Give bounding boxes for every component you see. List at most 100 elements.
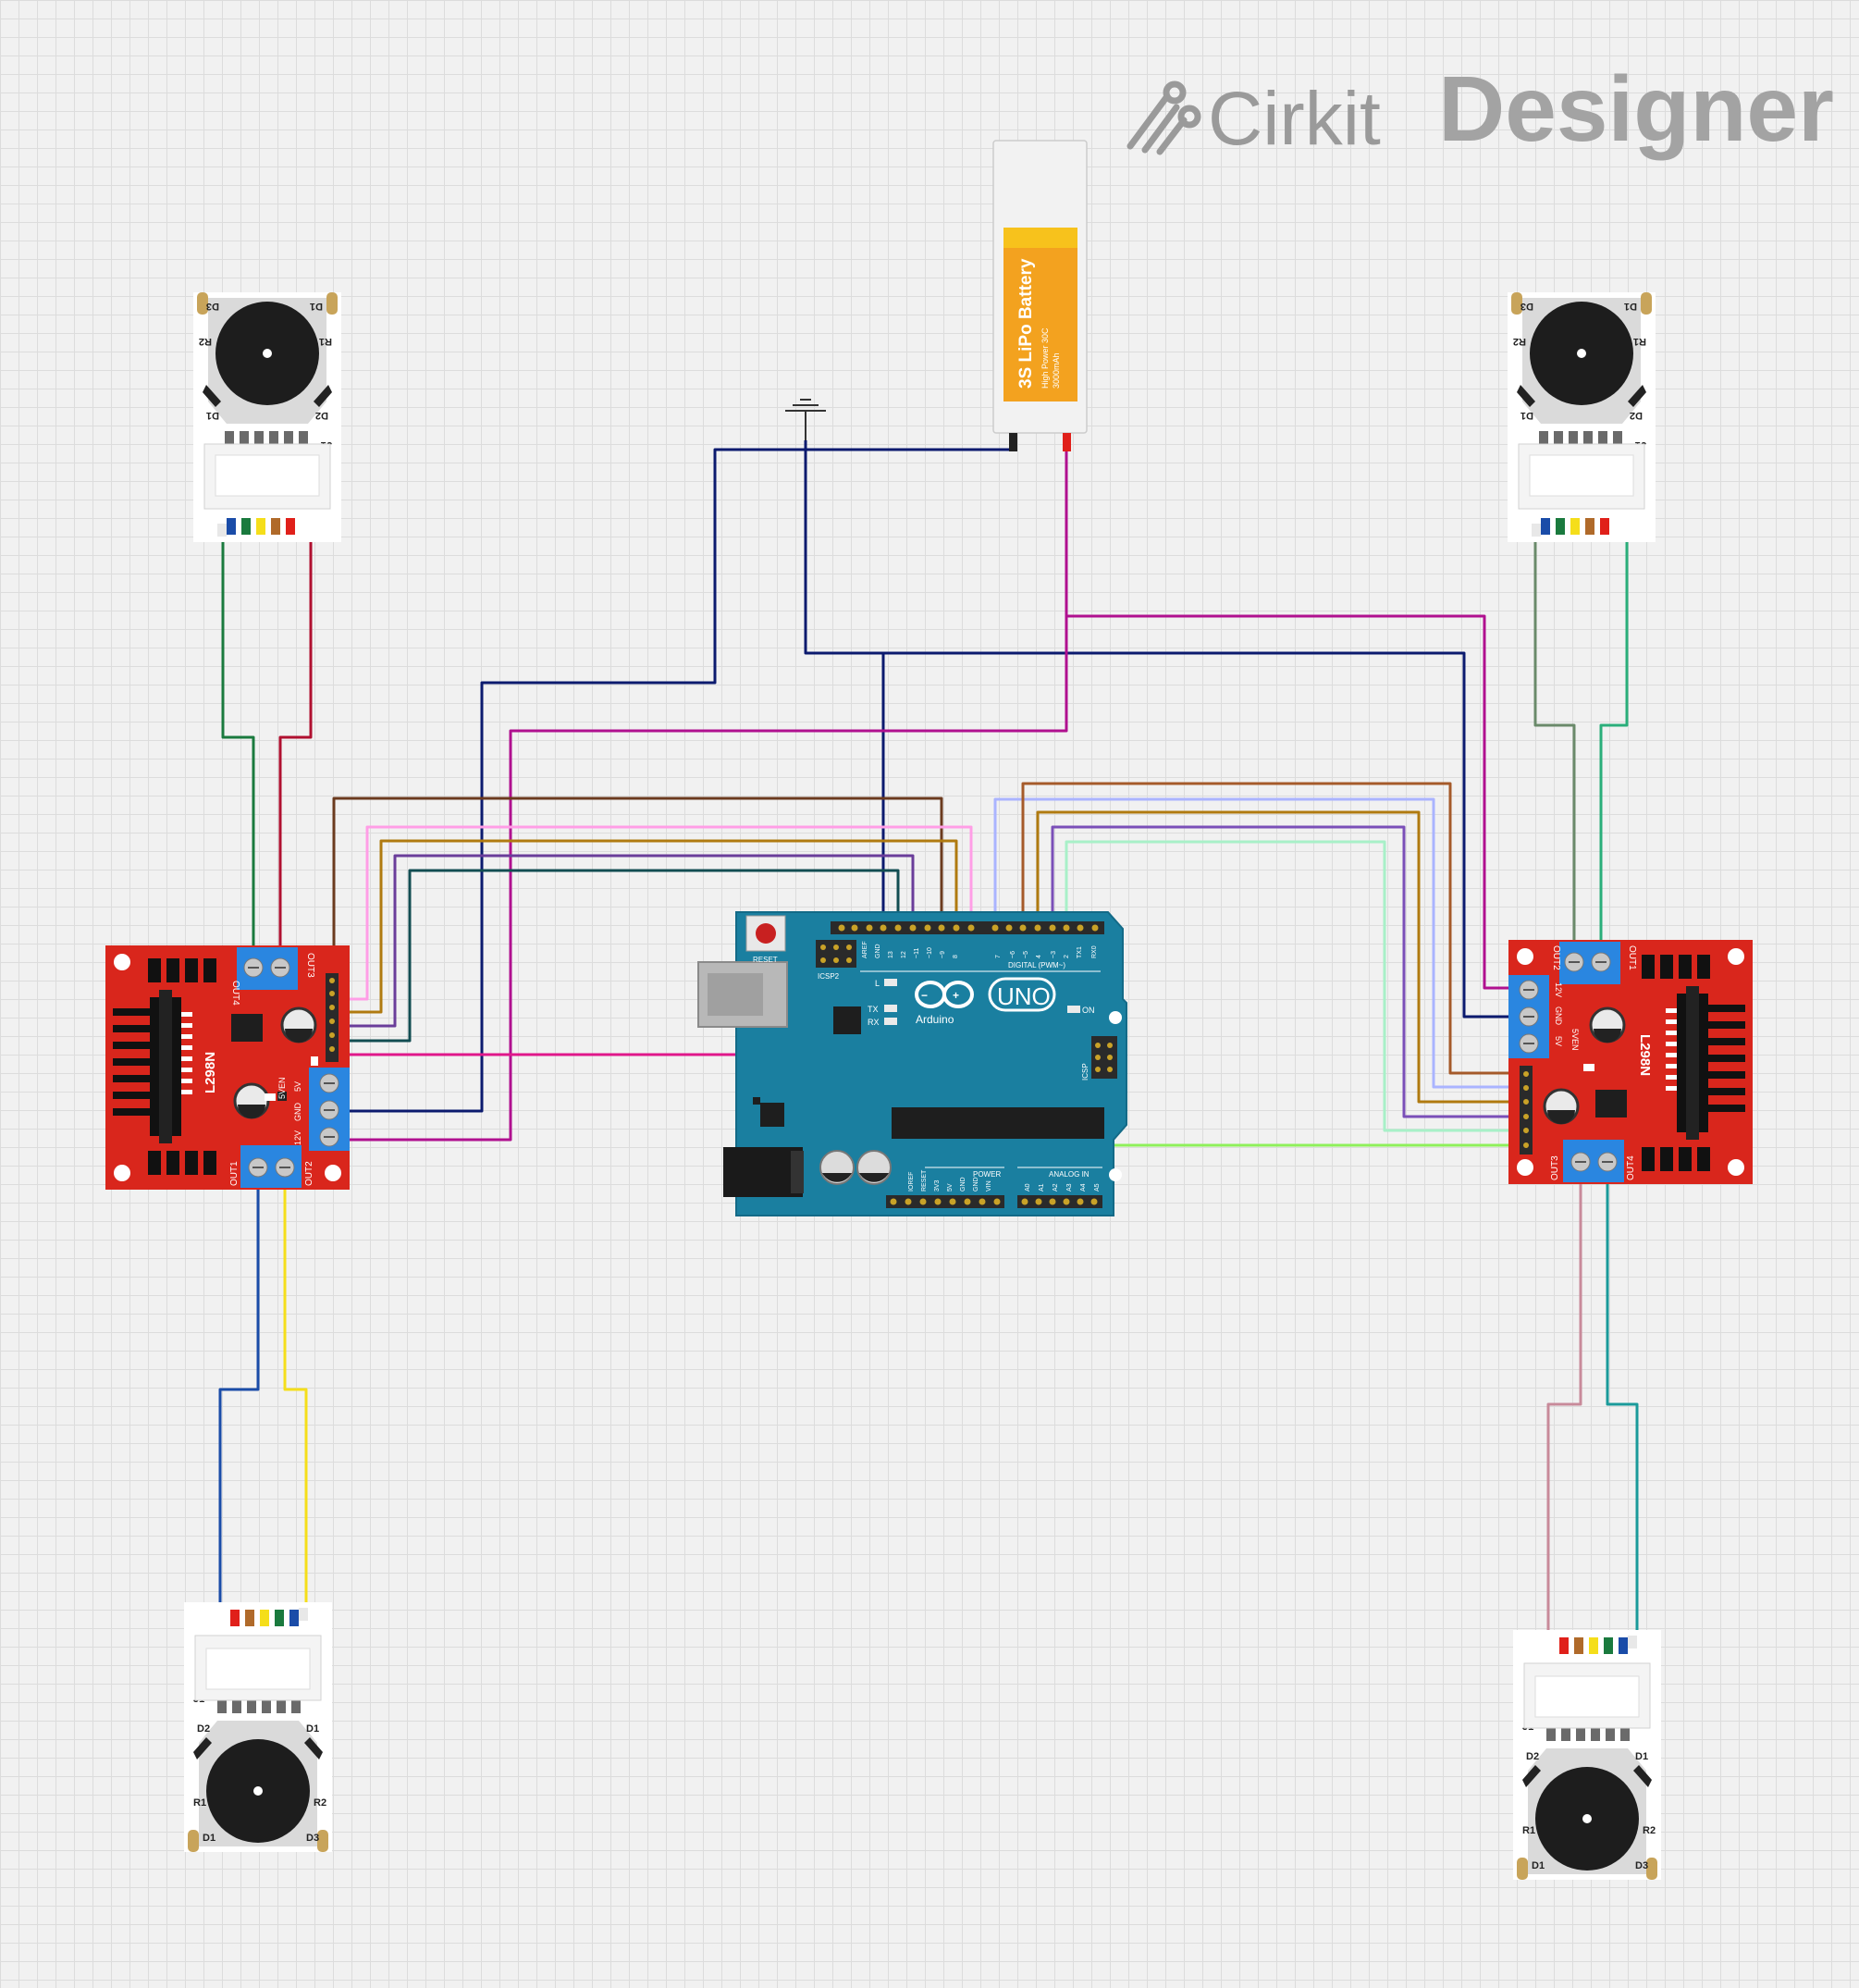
power-pin[interactable] <box>979 1198 986 1205</box>
power-pin[interactable] <box>919 1198 927 1205</box>
digital-pin-label: ~3 <box>1051 951 1057 958</box>
header-pin[interactable] <box>880 924 887 932</box>
terminal-power-left[interactable] <box>309 1068 350 1151</box>
header-pin[interactable] <box>1005 924 1013 932</box>
wire-battery-positive-right[interactable] <box>1066 614 1510 990</box>
atmega-chip <box>892 1107 1104 1139</box>
analog-pin[interactable] <box>1021 1198 1028 1205</box>
right-12v-label: 12V <box>1554 982 1563 997</box>
analog-pin[interactable] <box>1090 1198 1098 1205</box>
wire-left-in4[interactable] <box>334 869 900 1043</box>
terminal-power-right[interactable] <box>1508 975 1549 1058</box>
wire-motor-bl-b[interactable] <box>283 1173 308 1608</box>
control-header-left[interactable] <box>326 973 339 1062</box>
wire-motor-tl-a[interactable] <box>221 537 255 953</box>
wire-ground-node[interactable] <box>804 440 885 929</box>
header-pin[interactable] <box>924 924 931 932</box>
battery-negative-lead[interactable] <box>1009 433 1017 451</box>
wire-right-in2[interactable] <box>1036 810 1524 1104</box>
header-pin[interactable] <box>938 924 945 932</box>
wire-right-in4[interactable] <box>1065 840 1524 1132</box>
wire-battery-negative[interactable] <box>346 448 1014 1113</box>
wire-right-in1[interactable] <box>1021 782 1524 1075</box>
wire-left-in1[interactable] <box>334 825 973 1001</box>
motor-silk-label: D1 <box>1532 1860 1545 1871</box>
analog-pin[interactable] <box>1049 1198 1056 1205</box>
header-pin[interactable] <box>894 924 902 932</box>
usb-chip <box>833 1006 861 1034</box>
wire-motor-br-a[interactable] <box>1546 1173 1582 1636</box>
wire-motor-bl-a[interactable] <box>218 1173 260 1608</box>
motor-bottom-left[interactable]: D3D1R2R1D1D2J1 <box>184 1602 332 1852</box>
motor-silk-label: D2 <box>1526 1751 1539 1762</box>
wire-motor-tr-a[interactable] <box>1533 537 1576 953</box>
analog-pin[interactable] <box>1077 1198 1084 1205</box>
motor-driver-left[interactable]: OUT4 OUT3 OUT1 OUT2 12V GND 5V 5VEN L298… <box>105 945 350 1190</box>
reset-button[interactable] <box>756 923 776 944</box>
header-pin[interactable] <box>967 924 975 932</box>
wire-motor-tr-b[interactable] <box>1599 537 1629 953</box>
wire-left-ena[interactable] <box>332 796 943 954</box>
brand-name-designer: Designer <box>1438 57 1834 161</box>
power-pin[interactable] <box>964 1198 971 1205</box>
terminal-out1-out2-left[interactable] <box>240 1145 302 1188</box>
motor-silk-label: D3 <box>1635 1860 1648 1871</box>
power-pin[interactable] <box>934 1198 942 1205</box>
wire-right-ena[interactable] <box>993 797 1524 1089</box>
power-pin[interactable] <box>905 1198 912 1205</box>
wire-motor-tl-b[interactable] <box>278 537 313 953</box>
terminal-out4-out3-left[interactable] <box>237 947 298 990</box>
motor-bottom-right[interactable]: D3D1R2R1D1D2J1 <box>1513 1630 1661 1880</box>
motor-silk-label: D1 <box>310 301 323 312</box>
header-pin[interactable] <box>1077 924 1084 932</box>
motor-silk-label: R2 <box>199 336 212 347</box>
header-pin[interactable] <box>1019 924 1027 932</box>
right-5v-label: 5V <box>1554 1036 1563 1046</box>
header-pin[interactable] <box>866 924 873 932</box>
motor-silk-label: D2 <box>197 1723 210 1735</box>
regulator-right <box>1595 1090 1627 1117</box>
header-pin[interactable] <box>1091 924 1099 932</box>
header-pin[interactable] <box>953 924 960 932</box>
power-jack[interactable] <box>723 1147 803 1197</box>
header-pin[interactable] <box>838 924 845 932</box>
header-pin[interactable] <box>851 924 858 932</box>
header-pin[interactable] <box>1049 924 1056 932</box>
wire-motor-br-b[interactable] <box>1606 1173 1639 1636</box>
control-header-right[interactable] <box>1520 1066 1533 1155</box>
header-pin[interactable] <box>909 924 917 932</box>
terminal-out2-out1-right[interactable] <box>1559 942 1620 984</box>
motor-driver-right[interactable]: OUT2 OUT1 OUT3 OUT4 12V GND 5V 5VEN L298… <box>1508 940 1753 1184</box>
analog-pin[interactable] <box>1063 1198 1070 1205</box>
header-pin[interactable] <box>1063 924 1070 932</box>
wire-left-in3[interactable] <box>334 854 915 1028</box>
header-pin[interactable] <box>1034 924 1041 932</box>
motor-silk-label: D1 <box>1635 1751 1648 1762</box>
wire-right-in3[interactable] <box>1051 825 1524 1118</box>
terminal-out3-out4-right[interactable] <box>1563 1140 1624 1182</box>
heatsink-left <box>113 990 192 1143</box>
wire-left-in2[interactable] <box>334 839 958 1014</box>
power-pin[interactable] <box>890 1198 897 1205</box>
power-pin-label: IOREF <box>908 1172 915 1192</box>
motor-shaft-icon <box>1577 349 1586 358</box>
led-l-label: L <box>875 979 880 988</box>
ground-symbol[interactable] <box>785 399 826 440</box>
motor-top-right[interactable]: D3D1R2R1D1D2J1 <box>1508 292 1656 542</box>
power-pin-label: RESET <box>921 1169 928 1192</box>
power-pin[interactable] <box>949 1198 956 1205</box>
header-pin[interactable] <box>991 924 999 932</box>
power-pin[interactable] <box>993 1198 1001 1205</box>
battery-title: 3S LiPo Battery <box>1016 258 1036 389</box>
motor-top-left[interactable]: D3D1R2R1D1D2J1 <box>193 292 341 542</box>
analog-pin[interactable] <box>1035 1198 1042 1205</box>
regulator-left <box>231 1014 263 1042</box>
wire-ground-right[interactable] <box>883 651 1510 1019</box>
wire-battery-positive-left[interactable] <box>346 450 1068 1142</box>
led-on <box>1067 1006 1080 1013</box>
left-5v-label: 5V <box>293 1081 302 1092</box>
lipo-battery[interactable]: 3S LiPo Battery High Power 30C 3000mAh <box>992 140 1088 451</box>
battery-positive-lead[interactable] <box>1063 433 1071 451</box>
